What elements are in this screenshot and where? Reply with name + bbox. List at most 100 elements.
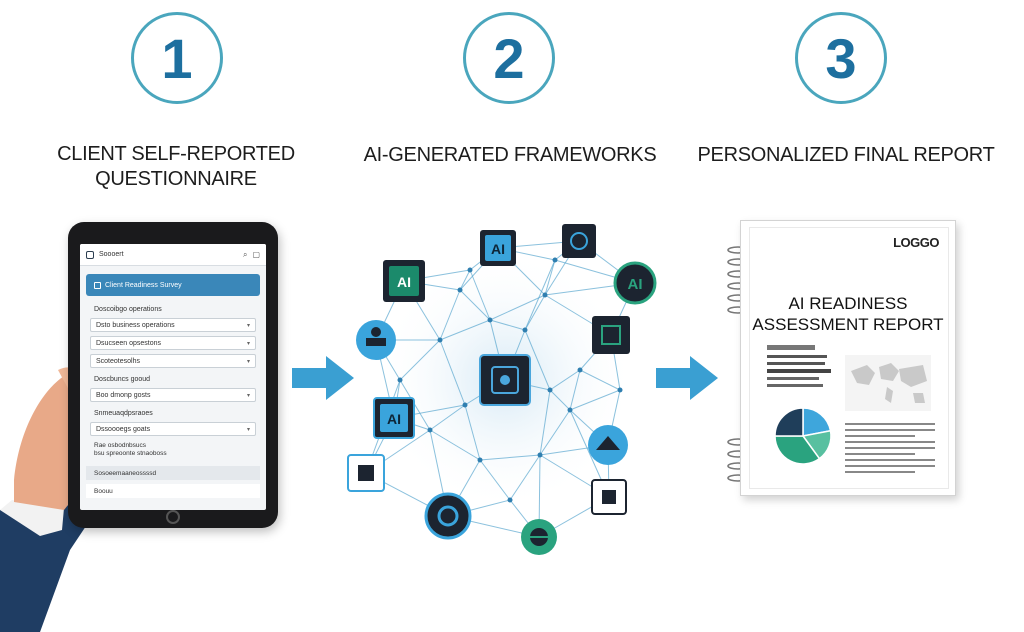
network-node — [397, 377, 403, 383]
report-title: AI READINESS ASSESSMENT REPORT — [741, 293, 955, 335]
step-1-title: CLIENT SELF-REPORTED QUESTIONNAIRE — [20, 142, 332, 192]
chevron-down-icon: ▾ — [246, 322, 250, 329]
network-node — [537, 452, 543, 458]
pie-slice — [774, 435, 821, 465]
network-node — [467, 267, 473, 273]
paragraph-line — [845, 453, 915, 455]
form-header: Client Readiness Survey — [86, 274, 260, 296]
network-edge — [399, 339, 441, 381]
paragraph-line — [845, 459, 935, 461]
window-icon[interactable]: ▢ — [252, 250, 260, 259]
dropdown-field[interactable]: Dsto business operations▾ — [90, 318, 256, 332]
network-edge — [439, 339, 466, 406]
report-logo: LOGGO — [893, 235, 939, 250]
paragraph-line — [845, 447, 935, 449]
network-edge — [439, 289, 461, 341]
step-2-title: AI-GENERATED FRAMEWORKS — [350, 143, 670, 168]
dropdown-field[interactable]: Scoteotesolhs▾ — [90, 354, 256, 368]
network-edge — [539, 389, 551, 456]
network-edge — [479, 454, 541, 461]
network-edge — [524, 329, 551, 391]
network-edge — [579, 369, 621, 391]
network-edge — [489, 294, 546, 321]
final-report-document: LOGGO AI READINESS ASSESSMENT REPORT — [740, 220, 956, 496]
network-edge — [524, 294, 546, 331]
network-edge — [464, 404, 481, 461]
form-note-line2: bsu spreoonte stnaoboss — [94, 450, 167, 457]
network-node — [522, 327, 528, 333]
step-3-title: PERSONALIZED FINAL REPORT — [690, 143, 1002, 168]
paragraph-line — [845, 429, 935, 431]
circuit-blue-icon — [347, 454, 385, 492]
dropdown-value: Dsucseen opsestons — [96, 339, 161, 347]
network-edge — [544, 259, 556, 296]
network-node — [477, 457, 483, 463]
network-edge — [479, 459, 511, 501]
dropdown-value: Boo dmonp gosts — [96, 391, 151, 399]
app-icon — [86, 250, 94, 259]
network-node — [567, 407, 573, 413]
report-graphics — [767, 345, 935, 473]
circuit-chip-icon — [562, 224, 596, 258]
network-edge — [459, 289, 491, 321]
network-node — [427, 427, 433, 433]
ai-chip-blue-text: AI — [387, 411, 401, 427]
network-node — [487, 317, 493, 323]
ai-circle-text: AI — [628, 276, 643, 293]
report-pie-chart — [774, 407, 832, 465]
dropdown-value: Dssoooegs goats — [96, 425, 151, 433]
step-1-number: 1 — [131, 12, 223, 104]
home-button[interactable] — [166, 510, 180, 524]
center-chip-icon — [479, 354, 531, 406]
flow-arrow-2 — [656, 356, 718, 400]
world-map-icon — [845, 355, 931, 411]
ai-chip-text: AI — [397, 274, 411, 290]
chevron-down-icon: ▾ — [246, 426, 250, 433]
circuit-outline-icon — [591, 479, 627, 515]
chevron-down-icon: ▾ — [246, 358, 250, 365]
globe-icon — [521, 519, 557, 555]
search-icon[interactable]: ⌕ — [242, 249, 248, 259]
dropdown-field[interactable]: Boo dmonp gosts ▾ — [90, 388, 256, 402]
ai-chip-green-icon: AI — [383, 260, 425, 302]
form-footer-row[interactable]: Sosoeemaaneossssd — [86, 466, 260, 480]
dropdown-field[interactable]: Dssoooegs goats ▾ — [90, 422, 256, 436]
network-edge — [439, 319, 491, 341]
ai-network-graph: AI AI AI AI — [347, 224, 657, 555]
form-label: Doscoibgo operations — [94, 306, 162, 313]
step-1-title-line1: CLIENT SELF-REPORTED — [57, 143, 295, 165]
step-2-number: 2 — [463, 12, 555, 104]
form-label: Doscbuncs gooud — [94, 376, 151, 383]
chevron-down-icon: ▾ — [246, 392, 250, 399]
step-3-title-line1: PERSONALIZED FINAL REPORT — [697, 144, 995, 166]
network-node — [437, 337, 443, 343]
network-node — [542, 292, 548, 298]
step-3-number: 3 — [795, 12, 887, 104]
network-edge — [549, 369, 581, 391]
gear-icon — [424, 492, 472, 540]
network-node — [457, 287, 463, 293]
tablet-device: Soooert ⌕ ▢ Client Readiness Survey Dosc… — [68, 222, 278, 528]
network-edge — [429, 429, 481, 461]
form-icon — [94, 281, 101, 289]
report-title-line1: AI READINESS — [788, 294, 908, 313]
network-edge — [569, 389, 621, 411]
paragraph-line — [845, 465, 935, 467]
network-edge — [469, 269, 491, 321]
step-2-title-line1: AI-GENERATED FRAMEWORKS — [363, 144, 657, 166]
report-page — [749, 227, 949, 489]
ai-chip-blue-icon: AI — [373, 397, 415, 439]
form-note: Rae osbodnbsucs bsu spreoonte stnaoboss — [80, 440, 266, 458]
network-edge — [569, 369, 581, 411]
user-network-icon — [356, 320, 396, 360]
network-edge — [429, 404, 466, 431]
ai-circle-green-icon: AI — [613, 261, 657, 305]
dropdown-field[interactable]: Dsucseen opsestons▾ — [90, 336, 256, 350]
report-paragraph-lines — [845, 423, 935, 473]
paragraph-line — [845, 441, 935, 443]
form-footer-row[interactable]: Boouu — [86, 484, 260, 498]
network-edge — [489, 319, 526, 331]
network-nodes — [397, 257, 623, 503]
network-node — [577, 367, 583, 373]
form-label: Snmeuaqdpsraoes — [94, 410, 153, 417]
